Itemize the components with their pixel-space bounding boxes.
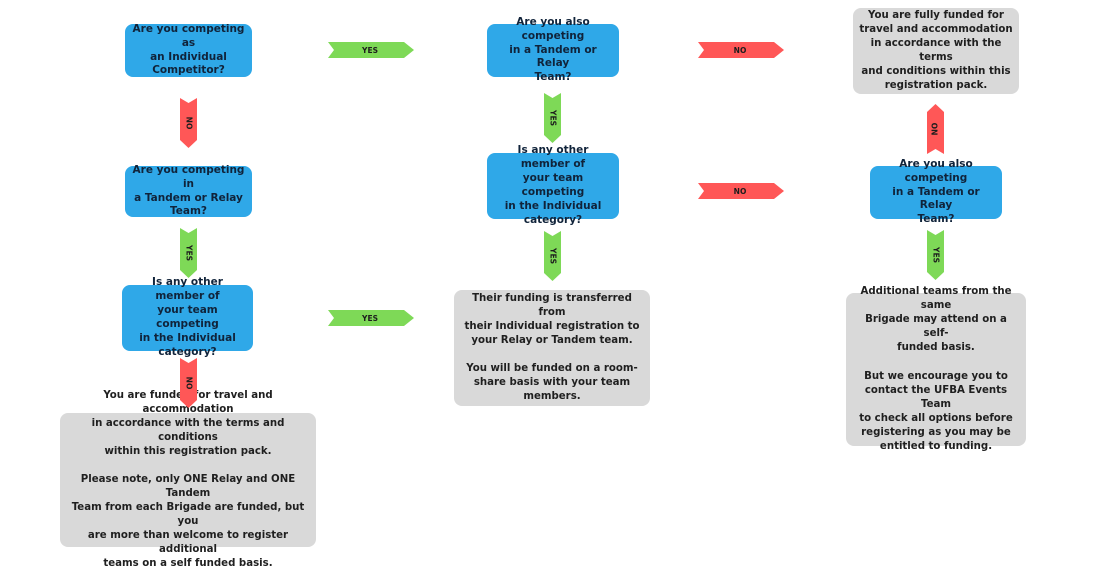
yes-arrow-down-4: YES <box>927 230 944 280</box>
no-arrow-down-1: NO <box>180 98 197 148</box>
question-other-member-middle: Is any other member of your team competi… <box>487 144 619 226</box>
result-fully-funded: You are fully funded for travel and acco… <box>853 8 1019 94</box>
yes-label: YES <box>549 109 558 126</box>
yes-arrow-1: YES <box>328 42 414 58</box>
no-label: NO <box>734 46 747 55</box>
no-arrow-1: NO <box>698 42 784 58</box>
no-arrow-up-1: NO <box>927 104 944 154</box>
question-also-team-top: Are you also competing in a Tandem or Re… <box>487 16 619 83</box>
yes-label: YES <box>361 314 378 323</box>
no-label: NO <box>734 187 747 196</box>
result-funded-note: You are funded for travel and accommodat… <box>60 390 316 569</box>
yes-label: YES <box>185 244 194 261</box>
no-label: NO <box>931 123 940 136</box>
yes-arrow-down-2: YES <box>180 228 197 278</box>
yes-label: YES <box>361 46 378 55</box>
yes-label: YES <box>932 246 941 263</box>
question-also-team-right: Are you also competing in a Tandem or Re… <box>870 158 1002 225</box>
no-arrow-down-2: NO <box>180 358 197 408</box>
yes-arrow-down-3: YES <box>544 231 561 281</box>
question-other-member-left: Is any other member of your team competi… <box>122 276 253 358</box>
yes-label: YES <box>549 247 558 264</box>
question-competing-team: Are you competing in a Tandem or Relay T… <box>125 164 252 217</box>
question-individual-competitor: Are you competing as an Individual Compe… <box>125 23 252 77</box>
no-label: NO <box>185 377 194 390</box>
result-additional-teams: Additional teams from the same Brigade m… <box>846 286 1026 452</box>
yes-arrow-down-1: YES <box>544 93 561 143</box>
yes-arrow-2: YES <box>328 310 414 326</box>
no-arrow-2: NO <box>698 183 784 199</box>
no-label: NO <box>185 117 194 130</box>
result-funding-transferred: Their funding is transferred from their … <box>454 290 650 406</box>
